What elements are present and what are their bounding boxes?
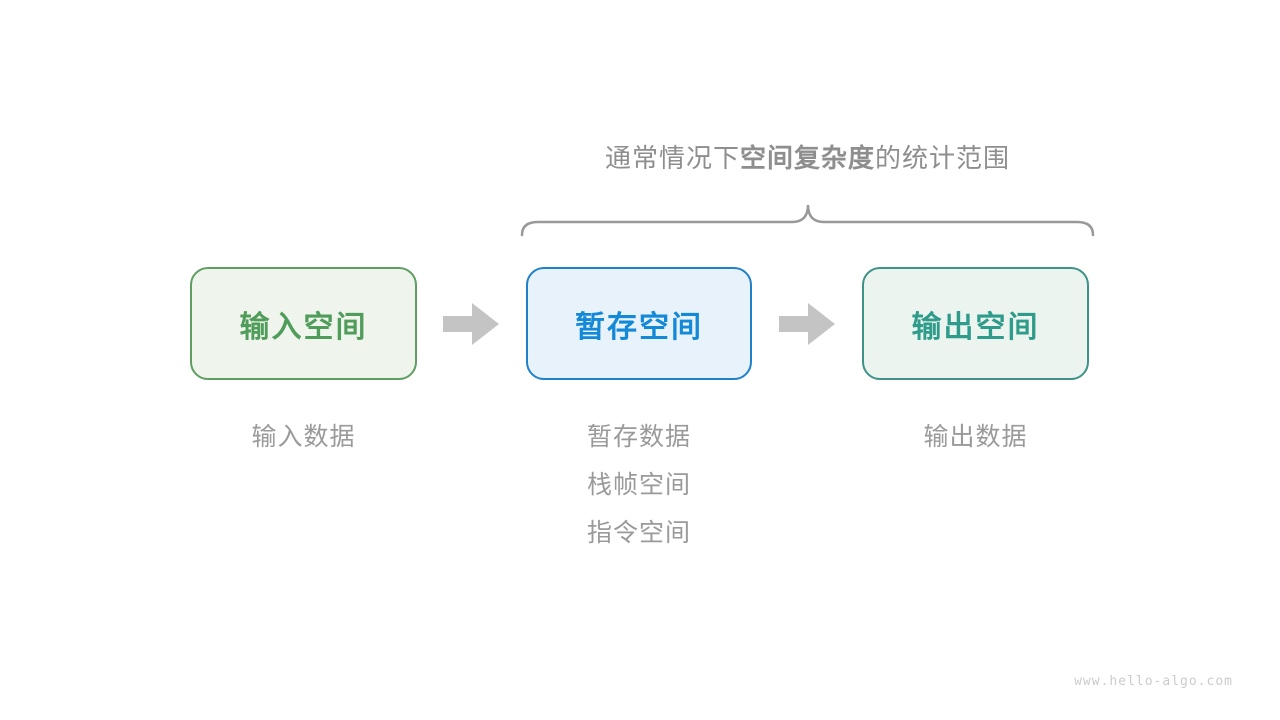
note-temporary-list: 暂存数据 栈帧空间 指令空间 bbox=[526, 413, 752, 557]
watermark: www.hello-algo.com bbox=[1074, 674, 1233, 689]
right-arrow-icon bbox=[443, 303, 499, 345]
note-temporary-item: 栈帧空间 bbox=[586, 471, 691, 499]
note-temporary-item: 指令空间 bbox=[586, 519, 691, 547]
box-temporary-space: 暂存空间 bbox=[526, 267, 752, 380]
scope-title-suffix: 的统计范围 bbox=[875, 143, 1011, 173]
box-input-space: 输入空间 bbox=[190, 267, 417, 380]
scope-title: 通常情况下空间复杂度的统计范围 bbox=[520, 142, 1095, 174]
curly-brace-icon bbox=[520, 204, 1095, 237]
note-output-data: 输出数据 bbox=[923, 423, 1028, 451]
curly-brace-path bbox=[520, 204, 1095, 237]
box-input-space-label: 输入空间 bbox=[239, 310, 368, 344]
scope-title-prefix: 通常情况下 bbox=[604, 143, 740, 173]
right-arrow-shape bbox=[779, 303, 835, 345]
right-arrow-icon bbox=[779, 303, 835, 345]
note-input-data: 输入数据 bbox=[251, 423, 356, 451]
right-arrow-shape bbox=[443, 303, 499, 345]
scope-title-bold-term: 空间复杂度 bbox=[739, 143, 875, 173]
box-output-space: 输出空间 bbox=[862, 267, 1089, 380]
box-output-space-label: 输出空间 bbox=[911, 310, 1040, 344]
note-temporary-item: 暂存数据 bbox=[586, 423, 691, 451]
box-temporary-space-label: 暂存空间 bbox=[575, 310, 703, 344]
